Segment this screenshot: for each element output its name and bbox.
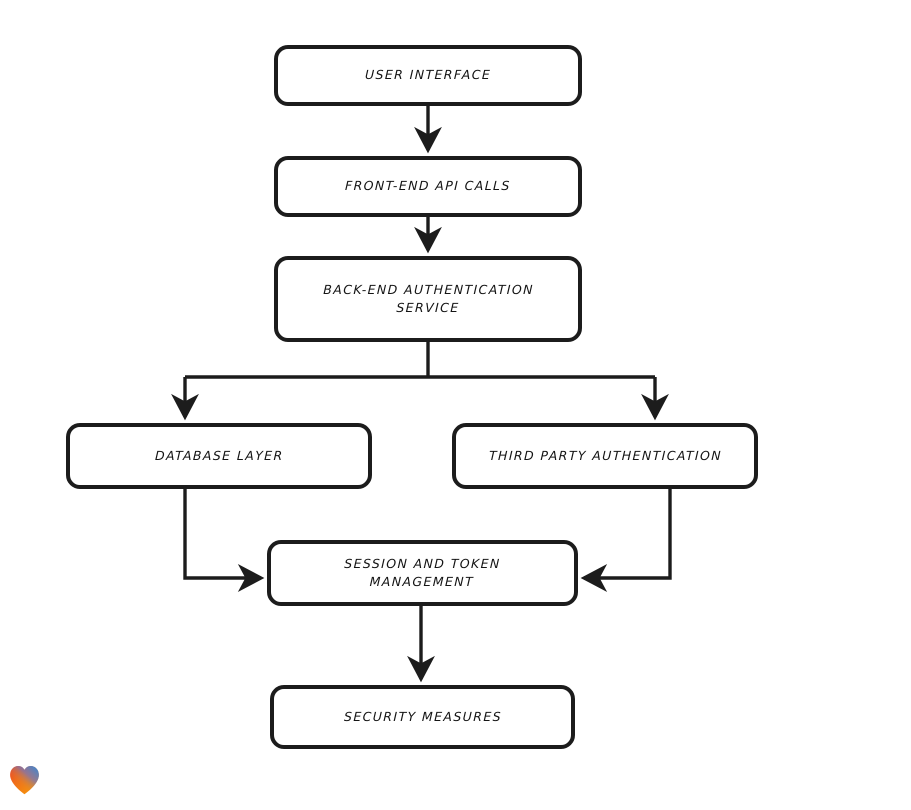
- node-user-interface[interactable]: User Interface: [274, 45, 582, 106]
- node-security-measures[interactable]: Security Measures: [270, 685, 575, 749]
- edge-database-layer-to-session-token: [183, 489, 265, 592]
- node-frontend-api-calls-label: Front-End API Calls: [344, 178, 512, 194]
- node-database-layer[interactable]: Database Layer: [66, 423, 372, 489]
- node-database-layer-label: Database Layer: [154, 447, 284, 463]
- node-user-interface-label: User Interface: [364, 67, 492, 83]
- node-frontend-api-calls[interactable]: Front-End API Calls: [274, 156, 582, 217]
- node-third-party-authentication[interactable]: Third Party Authentication: [452, 423, 758, 489]
- heart-icon: [10, 766, 39, 795]
- node-backend-authentication-service-label: Back-End Authentication Service: [322, 281, 534, 315]
- node-session-and-token-management-label: Session and Token Management: [344, 555, 502, 589]
- node-session-and-token-management[interactable]: Session and Token Management: [267, 540, 578, 606]
- edge-third-party-auth-to-session-token: [580, 489, 672, 592]
- node-security-measures-label: Security Measures: [343, 708, 502, 724]
- node-third-party-authentication-label: Third Party Authentication: [488, 447, 722, 463]
- node-backend-authentication-service[interactable]: Back-End Authentication Service: [274, 256, 582, 342]
